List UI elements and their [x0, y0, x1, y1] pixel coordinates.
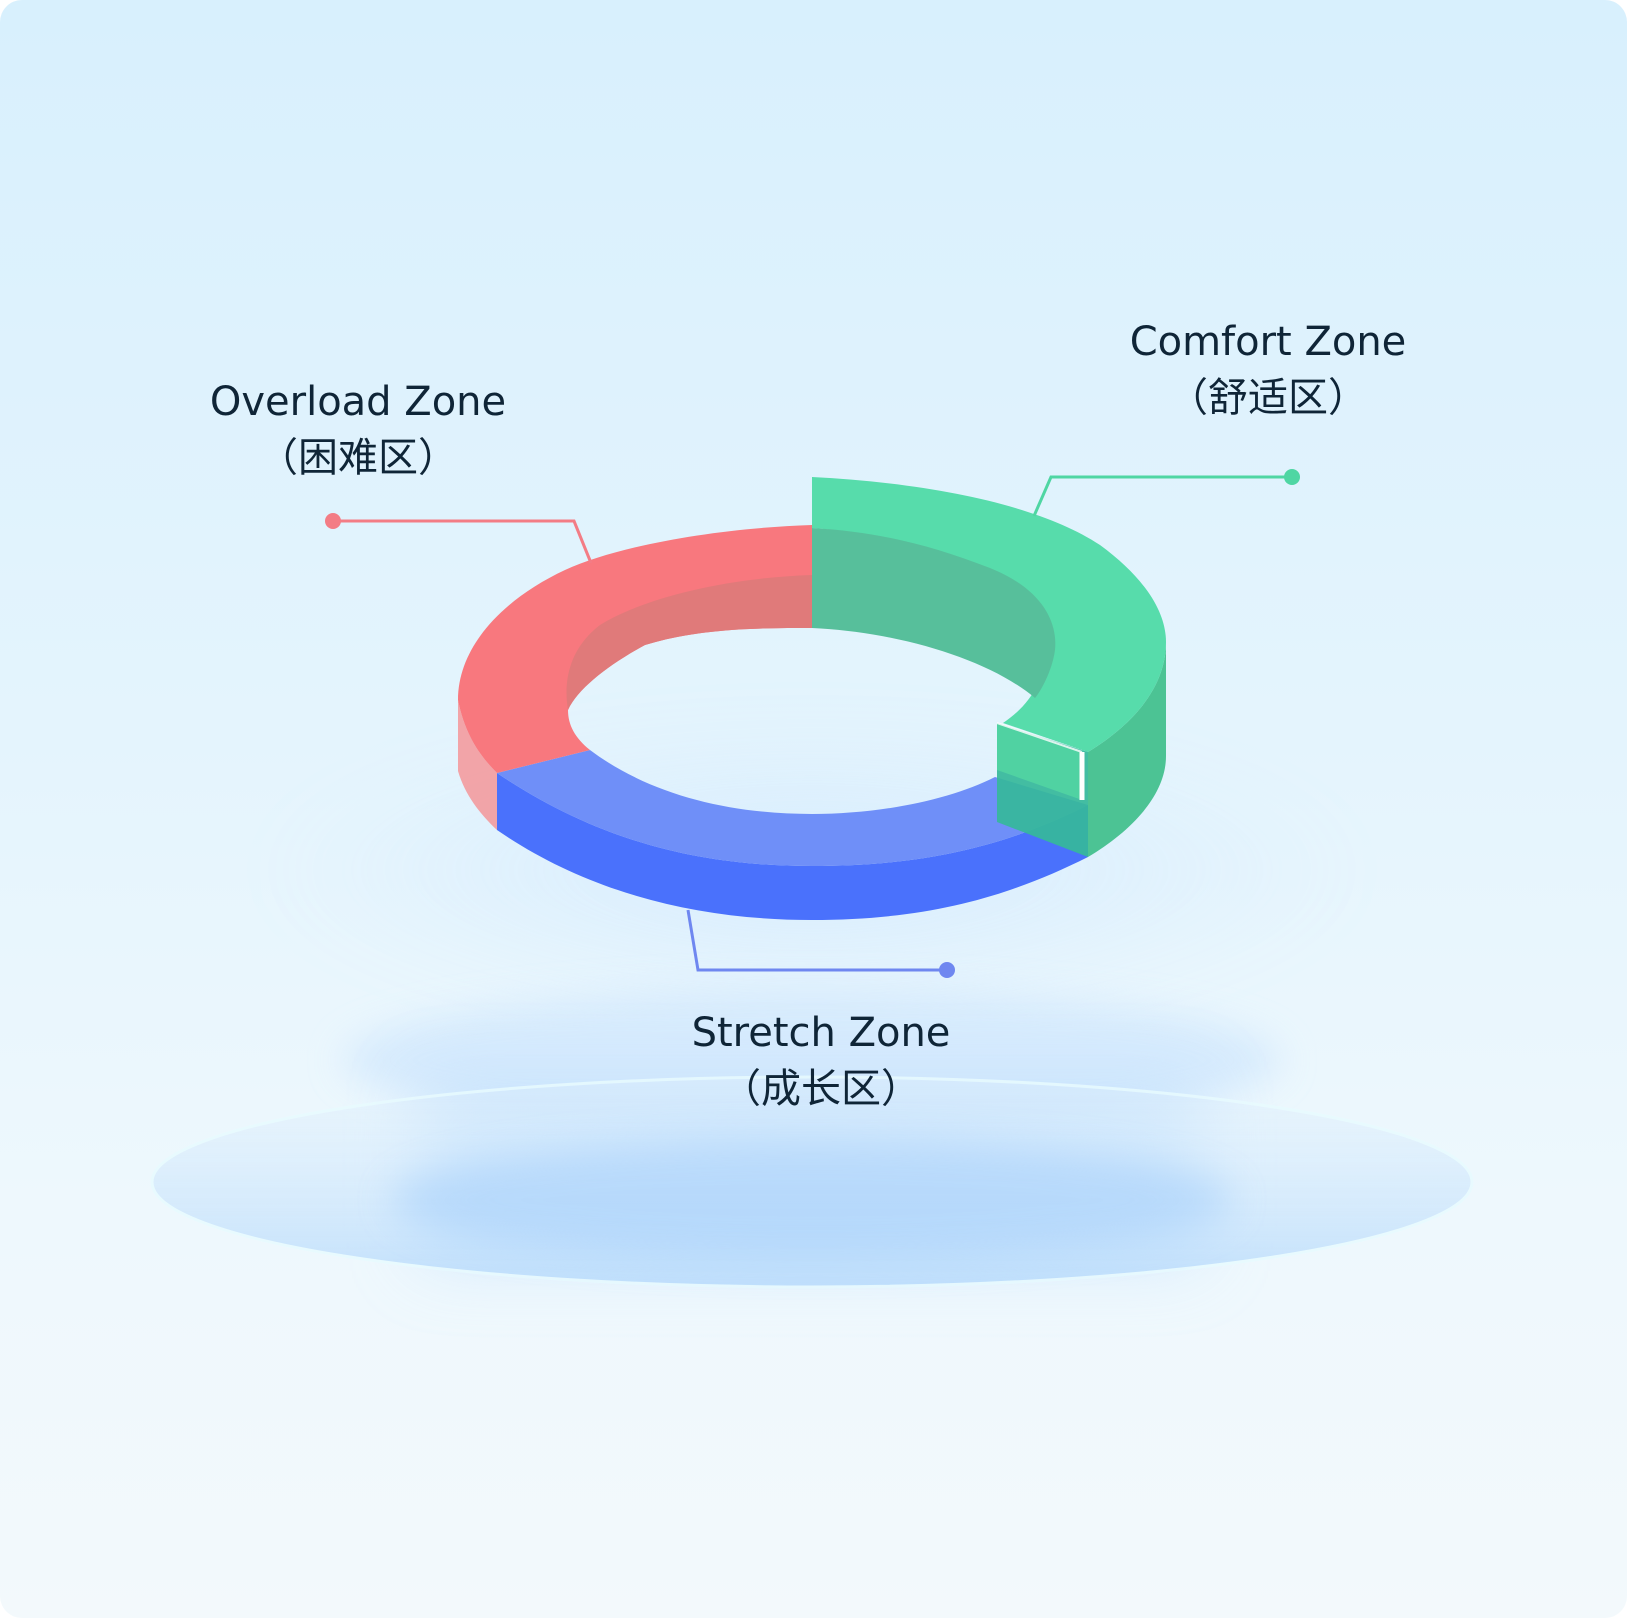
comfort-callout-dot — [1284, 469, 1300, 485]
overload-zone-title: Overload Zone — [209, 379, 507, 425]
comfort-callout-line — [1032, 469, 1300, 517]
stretch-callout-line — [686, 909, 955, 978]
stretch-callout-dot — [939, 962, 955, 978]
stretch-zone-title: Stretch Zone — [691, 1010, 951, 1056]
stretch-zone-subtitle: （成长区） — [721, 1066, 921, 1112]
stretch-zone-wall — [497, 773, 1088, 920]
overload-zone-subtitle: （困难区） — [258, 435, 458, 481]
overload-zone-label: Overload Zone （困难区） — [148, 374, 568, 486]
comfort-zone-label: Comfort Zone （舒适区） — [1058, 314, 1478, 426]
overload-callout-dot — [325, 513, 341, 529]
overload-zone-inner-wall — [566, 575, 812, 710]
comfort-zone-inner-wall — [812, 528, 1056, 698]
comfort-zone-subtitle: （舒适区） — [1168, 375, 1368, 421]
comfort-zone-wall — [1088, 642, 1166, 857]
stretch-zone-label: Stretch Zone （成长区） — [611, 1005, 1031, 1117]
overload-callout-line — [325, 513, 593, 564]
stretch-zone-top — [497, 750, 1088, 866]
comfort-zone-title: Comfort Zone — [1129, 319, 1407, 365]
overload-zone-wall — [458, 700, 497, 830]
